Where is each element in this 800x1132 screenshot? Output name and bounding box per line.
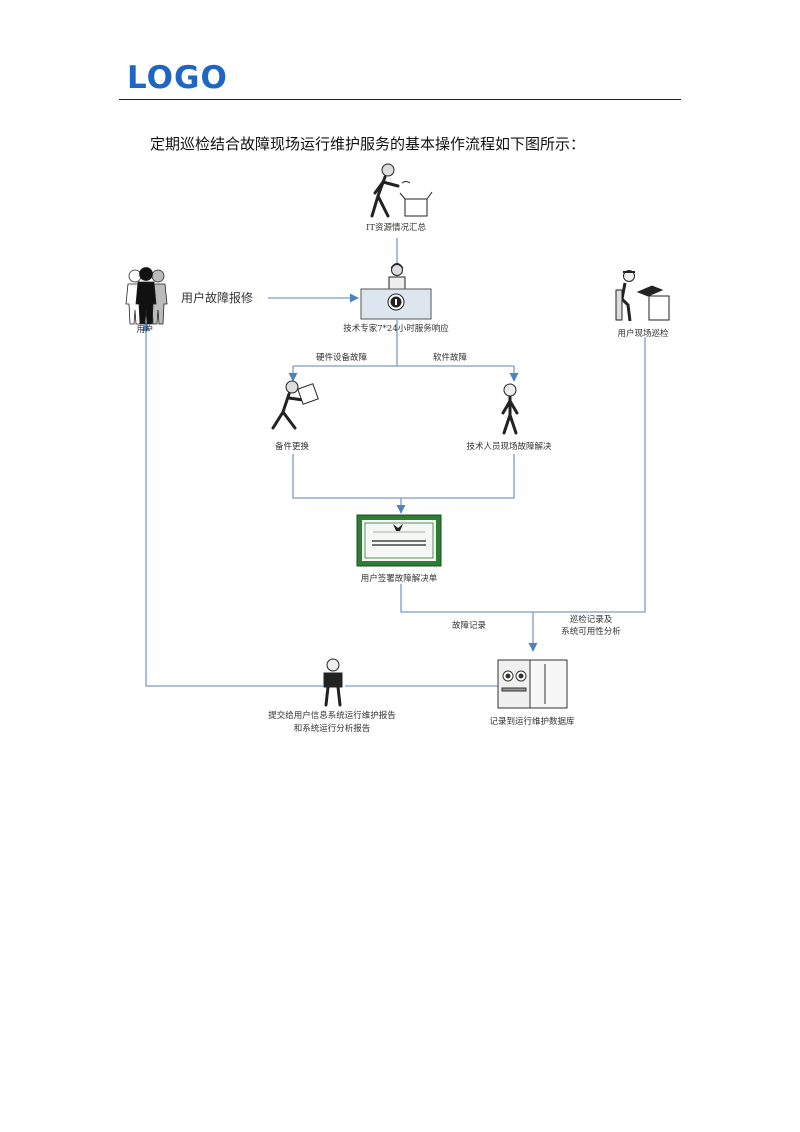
database-server-icon: [497, 659, 568, 709]
header-divider: [119, 99, 681, 100]
logo: LOGO: [127, 60, 228, 96]
node-label-user-inspection: 用户现场巡检: [617, 328, 669, 339]
edge-report-to-user: [141, 322, 323, 687]
technician-icon: [501, 383, 519, 435]
node-label-user: 用户: [136, 324, 153, 335]
certificate-icon: [356, 514, 442, 567]
spare-part-carrier-icon: [271, 380, 319, 430]
edge-form-to-db: [400, 584, 533, 613]
report-submitter-icon: [323, 658, 343, 707]
node-label-spare-replace: 备件更换: [275, 441, 310, 452]
edge-label-user-fault-report: 用户故障报修: [181, 290, 253, 305]
user-group-icon: [125, 267, 168, 325]
inspection-workstation-icon: [615, 270, 670, 322]
edge-label-inspection-record-line2: 系统可用性分析: [561, 626, 621, 637]
edge-label-fault-record: 故障记录: [452, 620, 487, 631]
node-label-record-db: 记录到运行维护数据库: [489, 716, 575, 727]
edge-inspection-to-db: [533, 337, 646, 613]
node-label-sign-form: 用户签署故障解决单: [361, 573, 438, 584]
edge-label-inspection-record-line1: 巡检记录及: [570, 614, 613, 625]
edge-label-hardware-fault: 硬件设备故障: [316, 352, 368, 363]
node-label-tech-onsite: 技术人员现场故障解决: [466, 441, 552, 452]
edge-label-software-fault: 软件故障: [433, 352, 468, 363]
node-label-report-line2: 和系统运行分析报告: [294, 723, 371, 734]
node-label-report-line1: 提交给用户信息系统运行维护报告: [268, 710, 396, 721]
intro-text: 定期巡检结合故障现场运行维护服务的基本操作流程如下图所示：: [150, 135, 586, 153]
support-desk-icon: [360, 263, 432, 320]
edge-merge: [292, 454, 515, 499]
person-box-icon: [370, 163, 433, 218]
node-label-it-summary: IT资源情况汇总: [366, 222, 427, 233]
node-label-expert-response: 技术专家7*24小时服务响应: [343, 323, 449, 334]
